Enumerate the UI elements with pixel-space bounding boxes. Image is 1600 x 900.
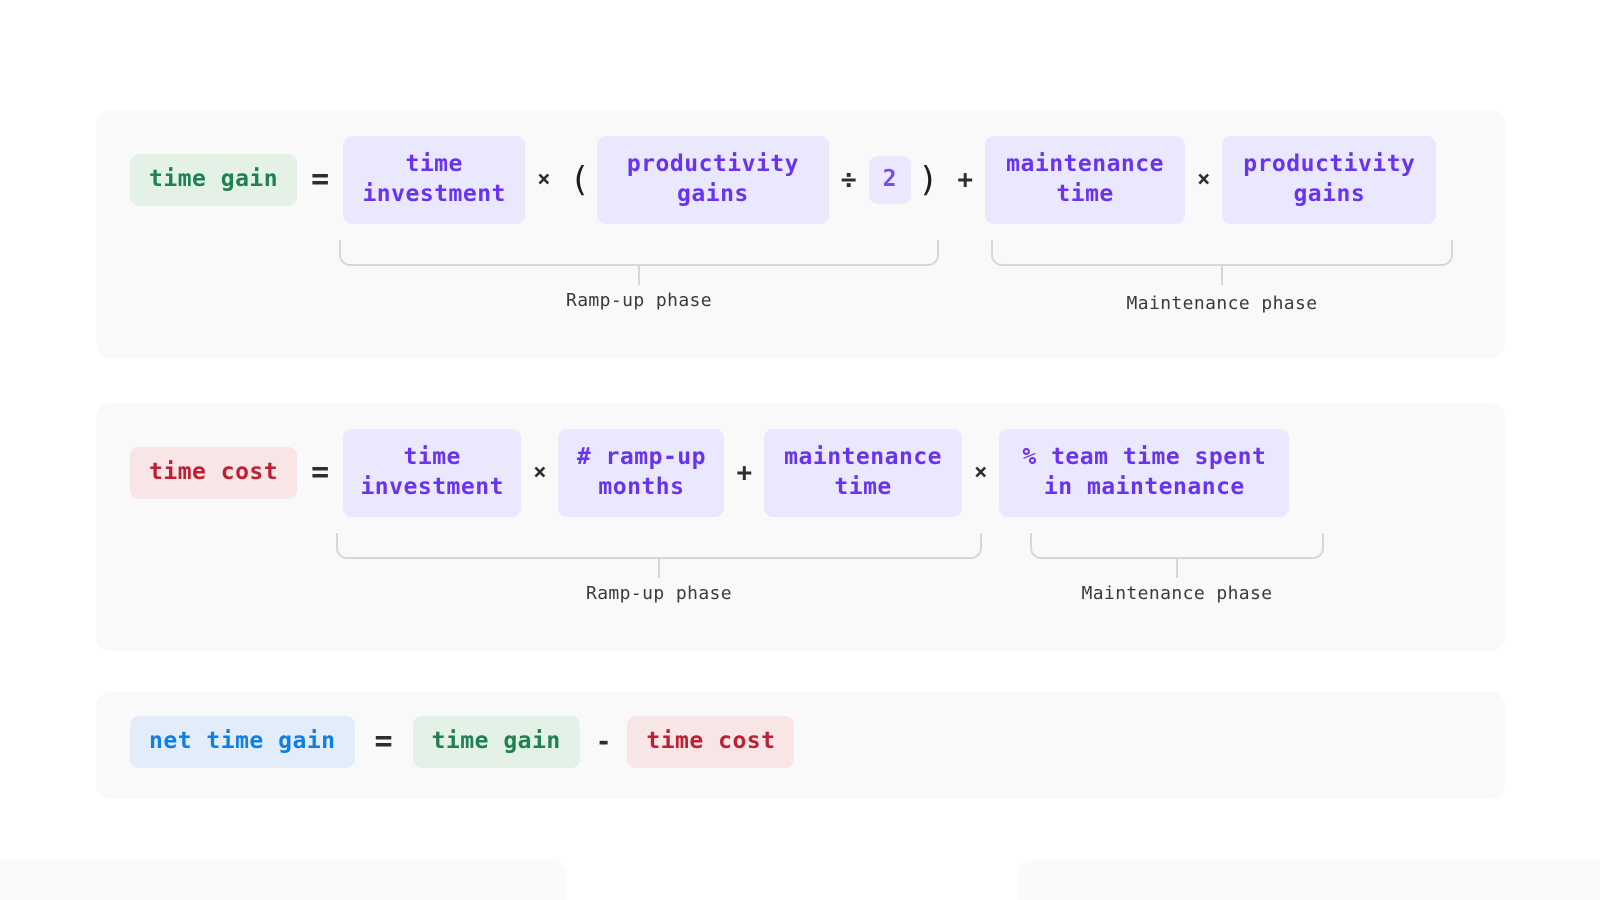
phase-bracket-ramp-up (336, 533, 982, 559)
equation-card-net-time-gain: net time gain = time gain - time cost (96, 692, 1505, 799)
result-badge-time-cost[interactable]: time cost (130, 447, 298, 499)
phase-label-maintenance: Maintenance phase (1126, 293, 1318, 314)
variable-time-investment[interactable]: time investment (343, 429, 522, 517)
variable-productivity-gains-2[interactable]: productivity gains (1222, 136, 1437, 224)
variable-productivity-gains[interactable]: productivity gains (596, 136, 829, 224)
plus-operator: + (957, 165, 974, 195)
multiply-operator: × (537, 167, 551, 192)
phase-label-ramp-up: Ramp-up phase (565, 290, 713, 311)
phase-bracket-ramp-up (339, 240, 939, 266)
equals-operator: = (374, 723, 393, 759)
plus-operator: + (736, 458, 753, 488)
equation-card-time-gain: time gain = time investment × ( producti… (96, 110, 1505, 358)
equation-row-time-gain: time gain = time investment × ( producti… (96, 136, 1505, 224)
constant-two[interactable]: 2 (868, 156, 911, 204)
variable-ramp-up-months[interactable]: # ramp-up months (558, 429, 725, 517)
variable-pct-team-time-maintenance[interactable]: % team time spent in maintenance (999, 429, 1290, 517)
paren-open: ( (569, 160, 590, 200)
term-time-gain[interactable]: time gain (412, 716, 580, 768)
result-badge-time-gain[interactable]: time gain (130, 154, 298, 206)
minus-operator: - (595, 726, 612, 757)
divide-operator: ÷ (840, 165, 857, 195)
phase-bracket-maintenance (991, 240, 1453, 266)
phase-bracket-stem-maintenance (1221, 266, 1223, 285)
phase-bracket-stem-ramp-up (658, 559, 660, 578)
phase-label-maintenance: Maintenance phase (1081, 583, 1273, 604)
term-time-cost[interactable]: time cost (627, 716, 795, 768)
partial-card-right (1018, 860, 1600, 900)
multiply-operator-2: × (974, 460, 988, 485)
partial-card-left (0, 860, 566, 900)
phase-bracket-stem-ramp-up (638, 266, 640, 285)
equals-operator: = (311, 162, 330, 197)
multiply-operator-2: × (1197, 167, 1211, 192)
equation-row-time-cost: time cost = time investment × # ramp-up … (96, 429, 1505, 517)
variable-maintenance-time[interactable]: maintenance time (985, 136, 1186, 224)
variable-time-investment[interactable]: time investment (343, 136, 526, 224)
phase-label-ramp-up: Ramp-up phase (585, 583, 733, 604)
result-badge-net-time-gain[interactable]: net time gain (130, 716, 355, 768)
equation-card-time-cost: time cost = time investment × # ramp-up … (96, 403, 1505, 651)
paren-close: ) (917, 160, 939, 200)
equals-operator: = (311, 455, 330, 490)
variable-maintenance-time[interactable]: maintenance time (764, 429, 963, 517)
multiply-operator: × (533, 460, 547, 485)
phase-bracket-maintenance (1030, 533, 1324, 559)
equation-row-net-time-gain: net time gain = time gain - time cost (96, 716, 1505, 768)
phase-bracket-stem-maintenance (1176, 559, 1178, 578)
